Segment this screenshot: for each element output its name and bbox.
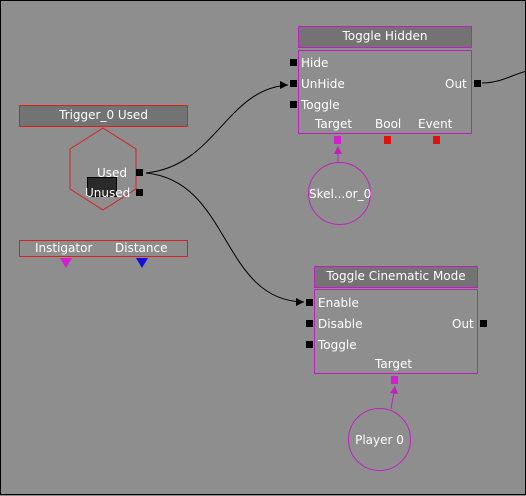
toggle-hidden-var-bool-label: Bool [375,117,402,131]
wire-arrow-player [390,386,398,394]
variable-skeletal-actor[interactable]: Skel...or_0 [308,162,371,225]
toggle-hidden-input-hide-pin[interactable] [290,59,297,66]
toggle-hidden-var-event-pin[interactable] [433,136,440,144]
toggle-hidden-var-bool-pin[interactable] [384,136,391,144]
toggle-cinematic-input-enable-pin[interactable] [306,299,313,306]
toggle-hidden-var-event-label: Event [418,117,453,131]
toggle-cinematic-input-toggle-pin[interactable] [306,341,313,348]
toggle-cinematic-body [314,289,478,374]
variable-skeletal-actor-label: Skel...or_0 [309,187,372,201]
wire-arrow-enable [296,298,304,306]
toggle-hidden-title[interactable]: Toggle Hidden [298,26,472,48]
trigger-var-distance-label: Distance [115,241,168,255]
trigger-hexagon [69,127,137,211]
toggle-hidden-body [298,50,472,134]
toggle-hidden-output-out-pin[interactable] [474,80,481,87]
toggle-hidden-var-target-label: Target [315,117,353,131]
trigger-actor-icon [87,177,117,197]
trigger-output-unused-label: Unused [85,186,131,200]
toggle-cinematic-input-enable-label: Enable [318,296,359,310]
trigger-var-instigator-label: Instigator [35,241,93,255]
toggle-hidden-input-unhide-pin[interactable] [290,80,297,87]
toggle-cinematic-output-out-pin[interactable] [480,320,487,327]
toggle-cinematic-input-toggle-label: Toggle [318,338,357,352]
toggle-cinematic-var-target-pin[interactable] [391,376,398,384]
variable-player-0[interactable]: Player 0 [348,408,411,471]
toggle-hidden-input-toggle-pin[interactable] [290,101,297,108]
wire-used-to-enable [145,172,305,303]
trigger-var-instigator-pin[interactable] [59,257,73,269]
trigger-title-text: Trigger_0 Used [59,108,148,122]
trigger-output-used-label: Used [97,166,128,180]
toggle-cinematic-title-text: Toggle Cinematic Mode [326,269,466,283]
variable-player-0-label: Player 0 [355,433,404,447]
toggle-cinematic-title[interactable]: Toggle Cinematic Mode [314,266,478,288]
toggle-hidden-output-out-label: Out [445,77,467,91]
trigger-output-used-pin[interactable] [136,169,143,176]
toggle-cinematic-var-target-label: Target [375,357,413,371]
toggle-cinematic-input-disable-label: Disable [318,317,363,331]
toggle-hidden-input-toggle-label: Toggle [301,98,340,112]
wire-out-offscreen [481,70,526,84]
toggle-hidden-title-text: Toggle Hidden [342,29,428,43]
trigger-output-unused-pin[interactable] [136,189,143,196]
toggle-hidden-input-hide-label: Hide [301,56,329,70]
toggle-hidden-var-target-pin[interactable] [334,136,341,144]
trigger-variable-bar: Instigator Distance [19,240,188,257]
wire-arrow-unhide [280,81,288,89]
toggle-hidden-input-unhide-label: UnHide [301,77,345,91]
wire-used-to-unhide [145,84,289,174]
toggle-cinematic-input-disable-pin[interactable] [306,320,313,327]
toggle-cinematic-output-out-label: Out [452,317,474,331]
wire-arrow-skel [334,146,342,154]
trigger-node-title[interactable]: Trigger_0 Used [19,105,188,127]
trigger-var-distance-pin[interactable] [135,257,149,269]
